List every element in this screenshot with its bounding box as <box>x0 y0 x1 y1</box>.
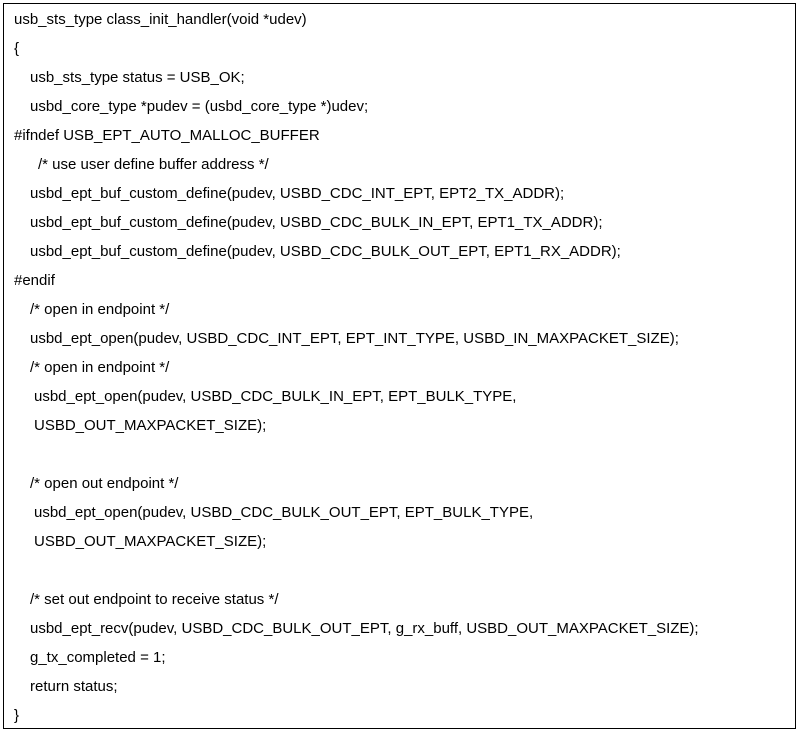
code-line-22: usbd_ept_recv(pudev, USBD_CDC_BULK_OUT_E… <box>30 620 699 637</box>
code-listing-box: usb_sts_type class_init_handler(void *ud… <box>3 3 796 729</box>
code-line-11: /* open in endpoint */ <box>30 301 170 318</box>
code-line-3: usb_sts_type status = USB_OK; <box>30 69 245 86</box>
code-line-2: { <box>14 40 20 57</box>
code-line-15: USBD_OUT_MAXPACKET_SIZE); <box>34 417 267 434</box>
code-line-1: usb_sts_type class_init_handler(void *ud… <box>14 11 307 28</box>
code-line-19: USBD_OUT_MAXPACKET_SIZE); <box>34 533 267 550</box>
code-line-8: usbd_ept_buf_custom_define(pudev, USBD_C… <box>30 214 603 231</box>
code-line-17: /* open out endpoint */ <box>30 475 179 492</box>
code-line-13: /* open in endpoint */ <box>30 359 170 376</box>
code-line-7: usbd_ept_buf_custom_define(pudev, USBD_C… <box>30 185 565 202</box>
code-line-9: usbd_ept_buf_custom_define(pudev, USBD_C… <box>30 243 621 260</box>
code-line-5: #ifndef USB_EPT_AUTO_MALLOC_BUFFER <box>14 127 320 144</box>
code-line-12: usbd_ept_open(pudev, USBD_CDC_INT_EPT, E… <box>30 330 679 347</box>
code-line-14: usbd_ept_open(pudev, USBD_CDC_BULK_IN_EP… <box>34 388 517 405</box>
code-line-23: g_tx_completed = 1; <box>30 649 166 666</box>
code-line-10: #endif <box>14 272 55 289</box>
code-line-4: usbd_core_type *pudev = (usbd_core_type … <box>30 98 369 115</box>
code-line-24: return status; <box>30 678 118 695</box>
code-line-21: /* set out endpoint to receive status */ <box>30 591 279 608</box>
code-line-18: usbd_ept_open(pudev, USBD_CDC_BULK_OUT_E… <box>34 504 534 521</box>
code-line-25: } <box>14 707 20 724</box>
code-line-6: /* use user define buffer address */ <box>38 156 269 173</box>
